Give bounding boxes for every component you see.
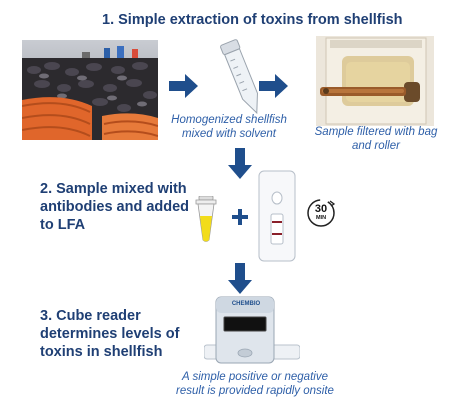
result-caption: A simple positive or negative result is … (176, 371, 334, 397)
centrifuge-tube-icon (212, 36, 272, 122)
reader-brand-label: CHEMBIO (231, 301, 261, 307)
arrow-down-icon (228, 148, 252, 179)
step3-title: 3. Cube reader determines levels of toxi… (40, 308, 180, 360)
timer-number: 30 (314, 203, 328, 215)
tube-caption: Homogenized shellfish mixed with solvent (171, 114, 287, 140)
shellfish-photo (21, 40, 159, 140)
arrow-down-icon (228, 263, 252, 294)
lfa-cassette-icon (258, 170, 296, 262)
timer-icon: 30 MIN (306, 198, 336, 228)
plus-icon (232, 209, 248, 225)
arrow-right-icon (169, 74, 198, 98)
timer-unit: MIN (315, 215, 327, 221)
step2-title: 2. Sample mixed with antibodies and adde… (40, 181, 190, 233)
bag-caption: Sample filtered with bag and roller (314, 126, 438, 152)
arrow-right-icon (259, 74, 288, 98)
sample-tube-icon (193, 195, 219, 244)
cube-reader-device: CHEMBIO (204, 295, 300, 369)
step1-title: 1. Simple extraction of toxins from shel… (102, 12, 403, 28)
filter-bag-photo (316, 36, 434, 126)
